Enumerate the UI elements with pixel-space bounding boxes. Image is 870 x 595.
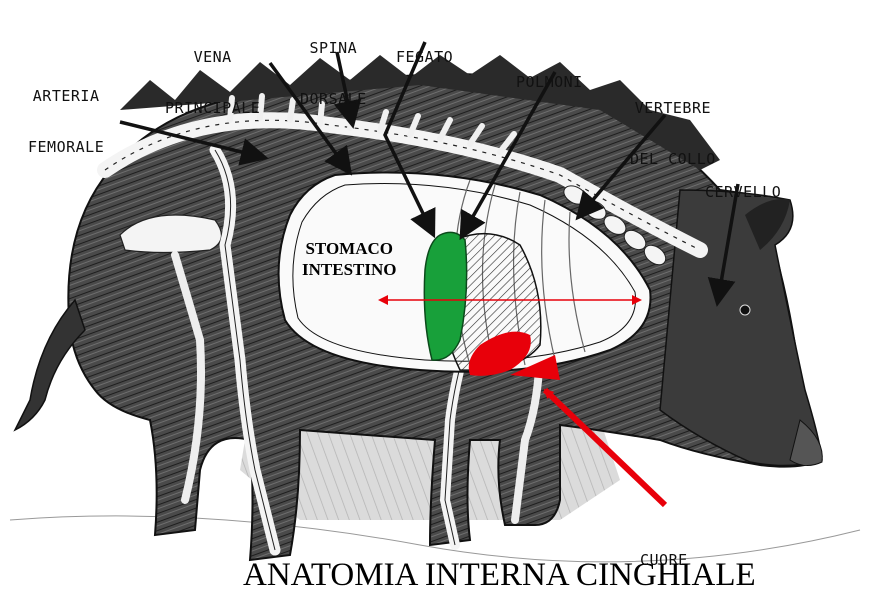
label-arteria-femorale: ARTERIA FEMORALE	[28, 54, 104, 190]
label-fegato: FEGATO	[396, 15, 453, 100]
label-stomaco-intestino: STOMACO INTESTINO	[302, 238, 396, 280]
label-polmoni: POLMONI	[516, 40, 583, 125]
eye	[740, 305, 750, 315]
label-cervello: CERVELLO	[705, 150, 781, 235]
tail	[15, 300, 85, 430]
liver	[424, 232, 466, 360]
label-spina-dorsale: SPINA DORSALE	[300, 6, 367, 142]
diagram-title: ANATOMIA INTERNA CINGHIALE	[243, 556, 756, 594]
label-vertebre-del-collo: VERTEBRE DEL COLLO	[630, 66, 716, 202]
label-vena-principale: VENA PRINCIPALE	[165, 15, 260, 151]
